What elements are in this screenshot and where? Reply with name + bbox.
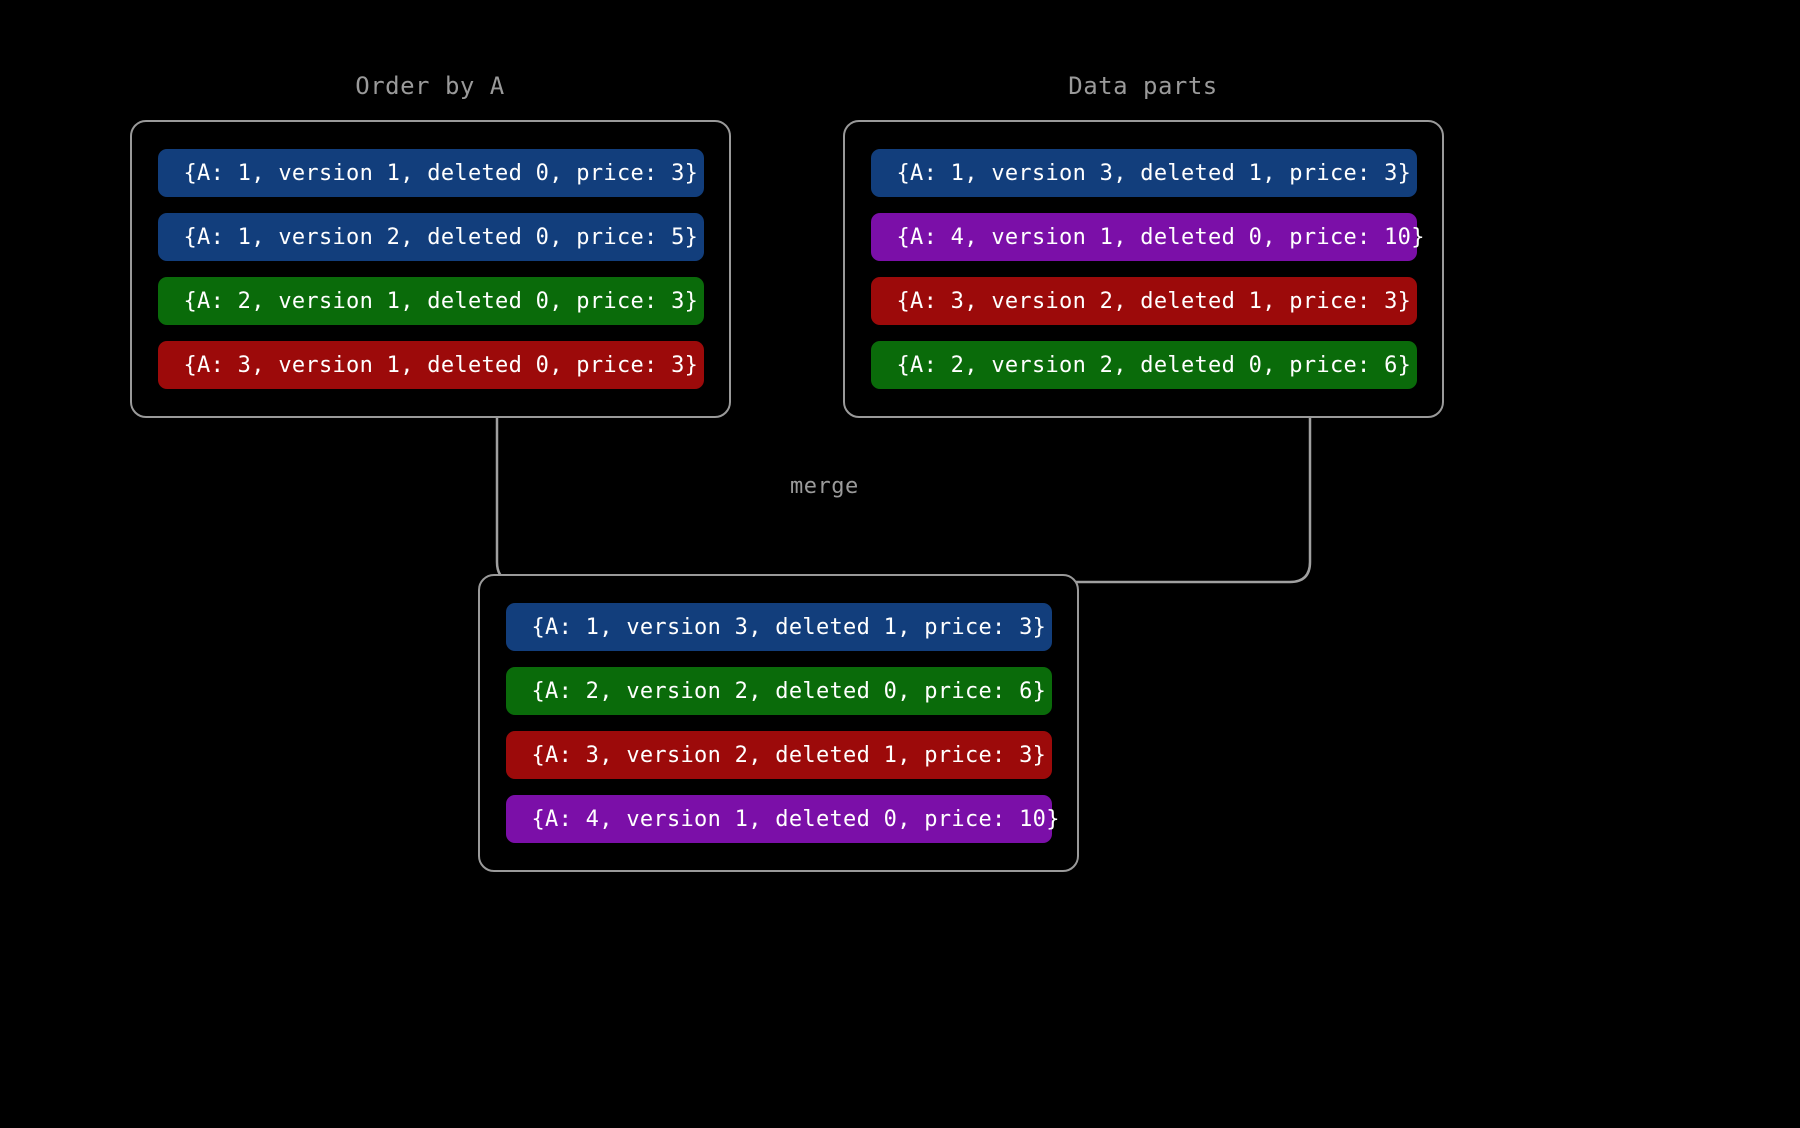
- row-list-order-by-a: {A: 1, version 1, deleted 0, price: 3} {…: [132, 122, 729, 416]
- panel-title-order-by-a: Order by A: [355, 72, 505, 100]
- record-row[interactable]: {A: 3, version 2, deleted 1, price: 3}: [870, 277, 1417, 325]
- row-list-data-parts: {A: 1, version 3, deleted 1, price: 3} {…: [845, 122, 1442, 416]
- record-label: {A: 3, version 1, deleted 0, price: 3}: [183, 352, 699, 378]
- record-row[interactable]: {A: 3, version 2, deleted 1, price: 3}: [505, 731, 1052, 779]
- merge-label: merge: [790, 474, 859, 499]
- record-label: {A: 4, version 1, deleted 0, price: 10}: [531, 806, 1060, 832]
- panel-title-data-parts: Data parts: [1068, 72, 1218, 100]
- record-row[interactable]: {A: 1, version 1, deleted 0, price: 3}: [157, 149, 704, 197]
- record-label: {A: 2, version 2, deleted 0, price: 6}: [896, 352, 1412, 378]
- record-row[interactable]: {A: 1, version 3, deleted 1, price: 3}: [505, 603, 1052, 651]
- record-row[interactable]: {A: 2, version 2, deleted 0, price: 6}: [870, 341, 1417, 389]
- connector-path-right: [898, 418, 1312, 601]
- panel-order-by-a: {A: 1, version 1, deleted 0, price: 3} {…: [130, 120, 731, 418]
- record-row[interactable]: {A: 1, version 2, deleted 0, price: 5}: [157, 213, 704, 261]
- row-list-merged: {A: 1, version 3, deleted 1, price: 3} {…: [480, 576, 1077, 870]
- record-row[interactable]: {A: 1, version 3, deleted 1, price: 3}: [870, 149, 1417, 197]
- record-label: {A: 3, version 2, deleted 1, price: 3}: [531, 742, 1047, 768]
- record-label: {A: 4, version 1, deleted 0, price: 10}: [896, 224, 1425, 250]
- record-label: {A: 1, version 3, deleted 1, price: 3}: [531, 614, 1047, 640]
- connector-path-left: [495, 418, 902, 601]
- record-row[interactable]: {A: 3, version 1, deleted 0, price: 3}: [157, 341, 704, 389]
- record-label: {A: 2, version 1, deleted 0, price: 3}: [183, 288, 699, 314]
- record-label: {A: 1, version 1, deleted 0, price: 3}: [183, 160, 699, 186]
- record-row[interactable]: {A: 2, version 1, deleted 0, price: 3}: [157, 277, 704, 325]
- record-label: {A: 1, version 3, deleted 1, price: 3}: [896, 160, 1412, 186]
- panel-merged-result: {A: 1, version 3, deleted 1, price: 3} {…: [478, 574, 1079, 872]
- record-label: {A: 3, version 2, deleted 1, price: 3}: [896, 288, 1412, 314]
- record-label: {A: 2, version 2, deleted 0, price: 6}: [531, 678, 1047, 704]
- record-label: {A: 1, version 2, deleted 0, price: 5}: [183, 224, 699, 250]
- record-row[interactable]: {A: 2, version 2, deleted 0, price: 6}: [505, 667, 1052, 715]
- panel-data-parts: {A: 1, version 3, deleted 1, price: 3} {…: [843, 120, 1444, 418]
- record-row[interactable]: {A: 4, version 1, deleted 0, price: 10}: [505, 795, 1059, 843]
- record-row[interactable]: {A: 4, version 1, deleted 0, price: 10}: [870, 213, 1424, 261]
